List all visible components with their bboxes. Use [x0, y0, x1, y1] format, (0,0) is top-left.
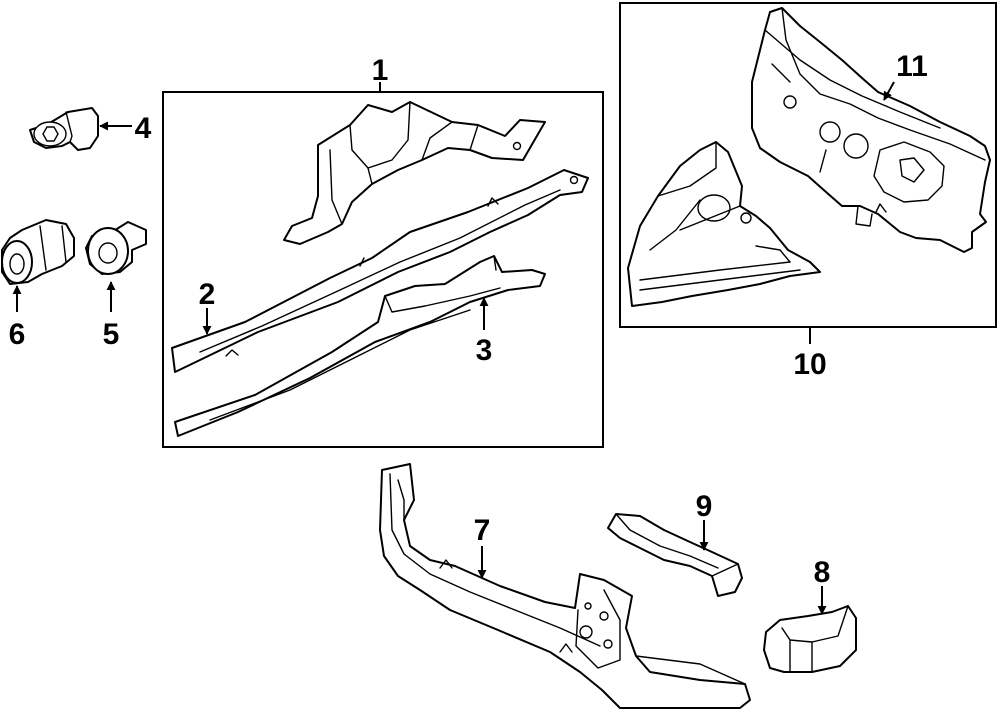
callout-1: 1 — [372, 54, 389, 87]
part-10-apron-assembly[interactable] — [627, 141, 821, 307]
part-4-rivet-nut[interactable] — [29, 107, 99, 151]
callout-2: 2 — [199, 278, 216, 311]
leader-11 — [883, 81, 895, 101]
part-8-guide-block[interactable] — [763, 605, 857, 673]
callout-8: 8 — [814, 556, 831, 589]
part-6-hex-nut[interactable] — [1, 219, 75, 285]
part-5-clip-grommet[interactable] — [85, 221, 147, 275]
part-9-bracket[interactable] — [607, 513, 743, 597]
callout-5: 5 — [103, 318, 120, 351]
callout-3: 3 — [476, 334, 493, 367]
part-7-radiator-support[interactable] — [379, 463, 751, 709]
callout-7: 7 — [474, 514, 491, 547]
group-frame-1 — [162, 91, 604, 448]
part-3-lower-rail[interactable] — [174, 255, 546, 437]
callout-11: 11 — [896, 50, 928, 83]
callout-4: 4 — [135, 112, 152, 145]
callout-10: 10 — [793, 348, 826, 381]
part-1-apron-bracket[interactable] — [283, 101, 546, 245]
callout-9: 9 — [696, 490, 713, 523]
callout-6: 6 — [9, 318, 26, 351]
part-2-upper-rail[interactable] — [171, 169, 589, 373]
part-11-dash-panel[interactable] — [751, 7, 991, 253]
group-frame-10 — [619, 2, 997, 328]
